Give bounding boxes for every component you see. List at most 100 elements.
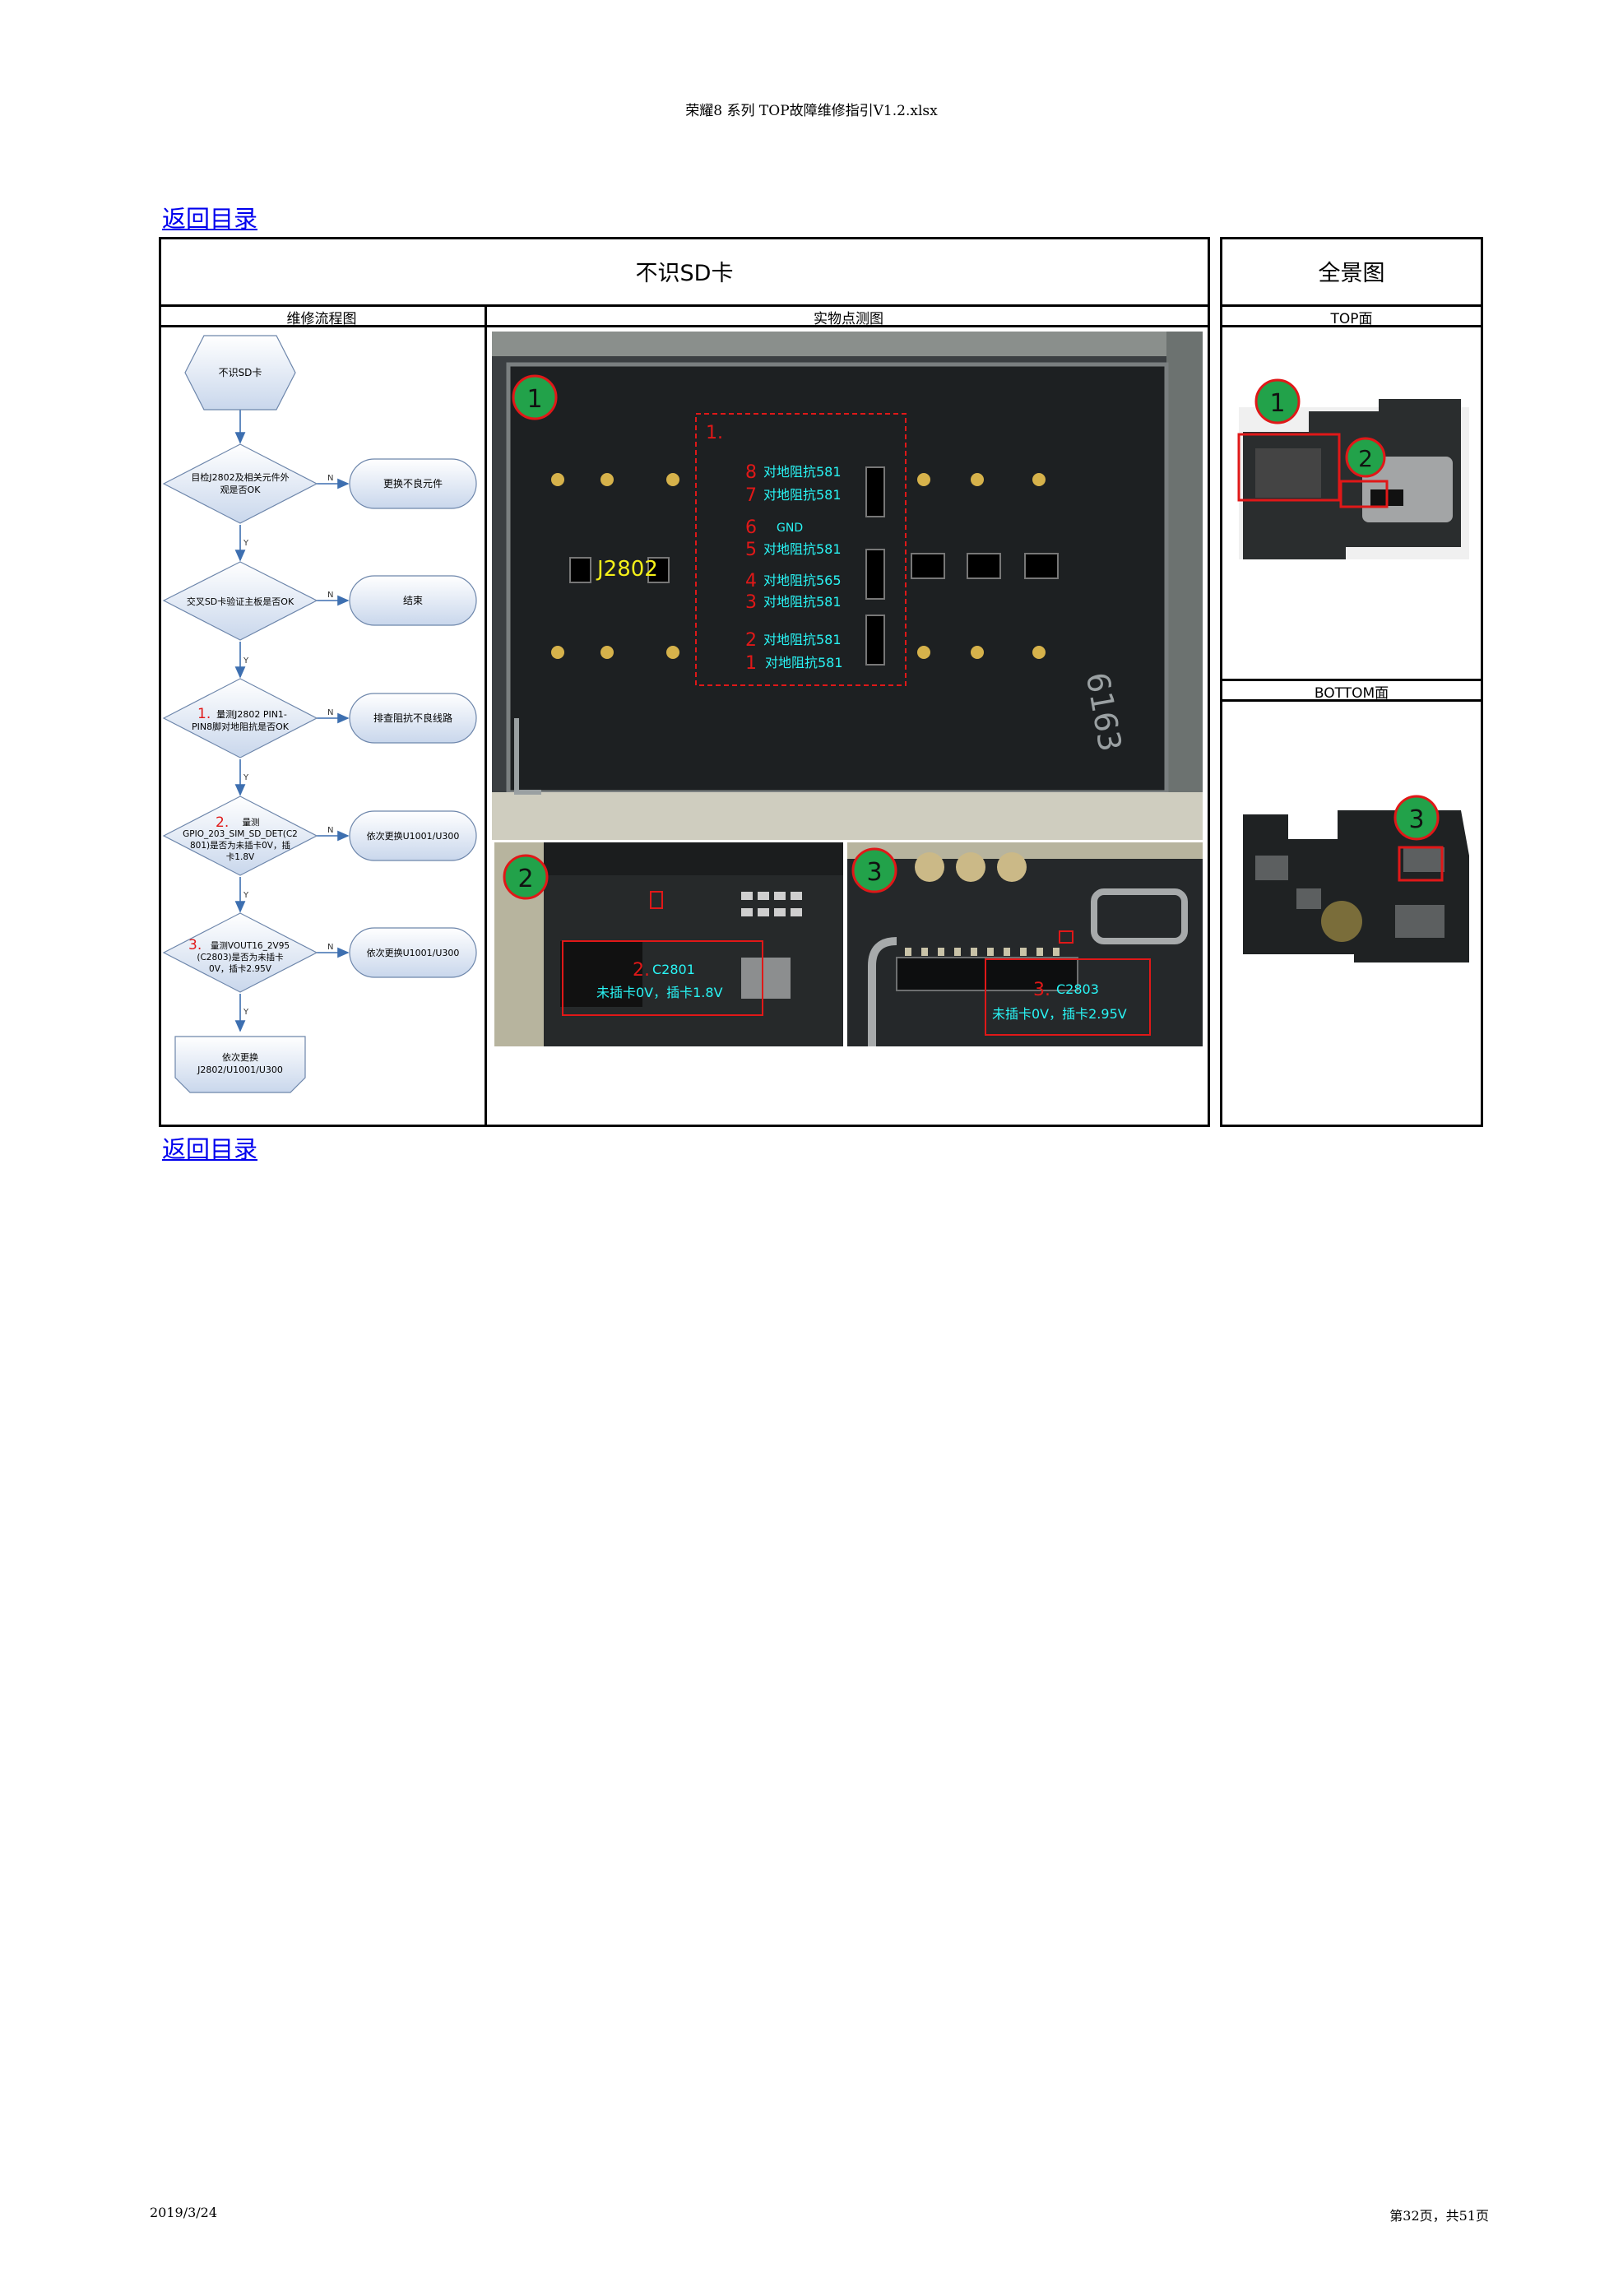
svg-text:依次更换U1001/U300: 依次更换U1001/U300	[367, 947, 460, 958]
yes-label: Y	[243, 1008, 249, 1017]
table-divider	[1220, 699, 1483, 702]
svg-text:更换不良元件: 更换不良元件	[383, 477, 443, 489]
col-header-bottom: BOTTOM面	[1314, 685, 1389, 702]
badge-1: 1	[512, 374, 558, 420]
svg-text:量测VOUT16_2V95: 量测VOUT16_2V95	[211, 940, 290, 951]
svg-text:3: 3	[1408, 805, 1424, 834]
svg-text:对地阻抗581: 对地阻抗581	[765, 655, 843, 670]
col-header-flow: 维修流程图	[286, 311, 357, 327]
top-board-overview: 1 2	[1237, 378, 1469, 559]
back-to-toc-link-top[interactable]: 返回目录	[162, 205, 258, 233]
svg-text:量测: 量测	[243, 817, 260, 828]
no-label: N	[327, 826, 333, 835]
c2803-desc: 未插卡0V，插卡2.95V	[992, 1006, 1127, 1022]
flow-decision-measure-c2801: 2. 量测 GPIO_203_SIM_SD_DET(C2 801)是否为未插卡0…	[162, 795, 318, 876]
c2801-num: 2.	[633, 960, 650, 981]
svg-text:GND: GND	[777, 522, 803, 535]
svg-text:1.: 1.	[197, 706, 211, 722]
flow-action-replace-parts: 更换不良元件	[349, 458, 477, 509]
svg-text:2.: 2.	[216, 814, 229, 831]
c2801-detail-photo: 2. C2801 未插卡0V，插卡1.8V 2	[494, 842, 843, 1046]
table-divider	[485, 304, 487, 1127]
svg-text:卡1.8V: 卡1.8V	[226, 851, 255, 862]
col-header-top: TOP面	[1330, 311, 1373, 327]
c2801-desc: 未插卡0V，插卡1.8V	[596, 985, 723, 1000]
bottom-board-overview: 3	[1243, 795, 1469, 962]
svg-text:对地阻抗565: 对地阻抗565	[763, 573, 842, 588]
flow-decision-measure-c2803: 3. 量测VOUT16_2V95 (C2803)是否为未插卡 0V，插卡2.95…	[162, 912, 318, 993]
svg-text:对地阻抗581: 对地阻抗581	[763, 632, 842, 647]
bottom-badge-3: 3	[1393, 795, 1440, 841]
yes-label: Y	[243, 773, 249, 782]
svg-text:0V，插卡2.95V: 0V，插卡2.95V	[209, 963, 272, 974]
connector-label: J2802	[596, 557, 658, 582]
c2803-num: 3.	[1033, 980, 1050, 1000]
overview-title: 全景图	[1318, 261, 1385, 286]
svg-text:801)是否为未插卡0V，插: 801)是否为未插卡0V，插	[190, 840, 290, 851]
svg-text:2: 2	[517, 865, 533, 893]
back-to-toc-link-bottom[interactable]: 返回目录	[162, 1135, 258, 1163]
badge-3: 3	[851, 847, 897, 893]
table-divider	[159, 304, 1210, 307]
top-badge-2: 2	[1345, 437, 1386, 478]
test-area-box	[695, 413, 907, 686]
svg-text:依次更换: 依次更换	[222, 1051, 258, 1063]
top-badge-1: 1	[1254, 378, 1301, 424]
pin-5: 5 对地阻抗581	[745, 540, 842, 560]
no-label: N	[327, 591, 333, 600]
pin-2: 2 对地阻抗581	[745, 630, 842, 651]
svg-text:对地阻抗581: 对地阻抗581	[763, 541, 842, 557]
svg-text:对地阻抗581: 对地阻抗581	[763, 487, 842, 503]
svg-text:结束: 结束	[403, 595, 423, 606]
svg-text:7: 7	[745, 485, 757, 506]
svg-text:观是否OK: 观是否OK	[220, 485, 262, 495]
overview-table	[1220, 237, 1483, 1127]
svg-text:1: 1	[1269, 389, 1285, 418]
test-area-label: 1.	[706, 423, 723, 443]
svg-text:交叉SD卡验证主板是否OK: 交叉SD卡验证主板是否OK	[187, 596, 294, 607]
main-table	[159, 237, 1210, 1127]
svg-text:5: 5	[745, 540, 757, 560]
svg-text:对地阻抗581: 对地阻抗581	[763, 464, 842, 480]
svg-text:不识SD卡: 不识SD卡	[219, 367, 262, 378]
no-label: N	[327, 708, 333, 717]
flow-decision-swap-sd: 交叉SD卡验证主板是否OK	[162, 561, 318, 641]
yes-label: Y	[243, 891, 249, 900]
badge-2: 2	[503, 854, 549, 900]
flow-decision-measure-pins: 1. 量测J2802 PIN1- PIN8脚对地阻抗是否OK	[162, 678, 318, 758]
svg-text:2: 2	[1358, 445, 1373, 472]
svg-text:6: 6	[745, 517, 757, 538]
flow-action-end: 结束	[349, 575, 477, 626]
flow-action-replace-u1001: 依次更换U1001/U300	[349, 810, 477, 861]
table-divider	[1220, 325, 1483, 327]
flow-action-check-impedance: 排查阻抗不良线路	[349, 693, 477, 744]
svg-text:1: 1	[745, 653, 757, 674]
svg-text:8: 8	[745, 462, 757, 483]
svg-text:PIN8脚对地阻抗是否OK: PIN8脚对地阻抗是否OK	[192, 721, 290, 732]
yes-label: Y	[243, 539, 249, 548]
main-title: 不识SD卡	[635, 261, 734, 286]
svg-text:2: 2	[745, 630, 757, 651]
svg-text:3: 3	[866, 858, 882, 887]
c2803-detail-photo: 3. C2803 未插卡0V，插卡2.95V 3	[847, 842, 1203, 1046]
svg-text:量测J2802 PIN1-: 量测J2802 PIN1-	[216, 709, 287, 720]
table-divider	[1220, 679, 1483, 681]
pin-4: 4 对地阻抗565	[745, 571, 842, 591]
svg-text:3: 3	[745, 592, 757, 613]
svg-text:J2802/U1001/U300: J2802/U1001/U300	[197, 1065, 283, 1075]
svg-text:3.: 3.	[188, 937, 202, 953]
svg-text:4: 4	[745, 571, 757, 591]
pin-annotations: 8 对地阻抗581 7 对地阻抗581 6 GND 5 对地阻抗581 4 对地阻抗565…	[745, 462, 843, 674]
no-label: N	[327, 474, 333, 483]
pin-6: 6 GND	[745, 517, 803, 538]
table-divider	[1220, 304, 1483, 307]
svg-text:依次更换U1001/U300: 依次更换U1001/U300	[367, 830, 460, 842]
flow-action-replace-u300: 依次更换U1001/U300	[349, 927, 477, 978]
pin-7: 7 对地阻抗581	[745, 485, 842, 506]
c2801-part: C2801	[652, 962, 695, 977]
col-header-photo: 实物点测图	[814, 311, 883, 327]
flow-start-node: 不识SD卡	[184, 335, 296, 410]
footer-date: 2019/3/24	[150, 2205, 218, 2220]
